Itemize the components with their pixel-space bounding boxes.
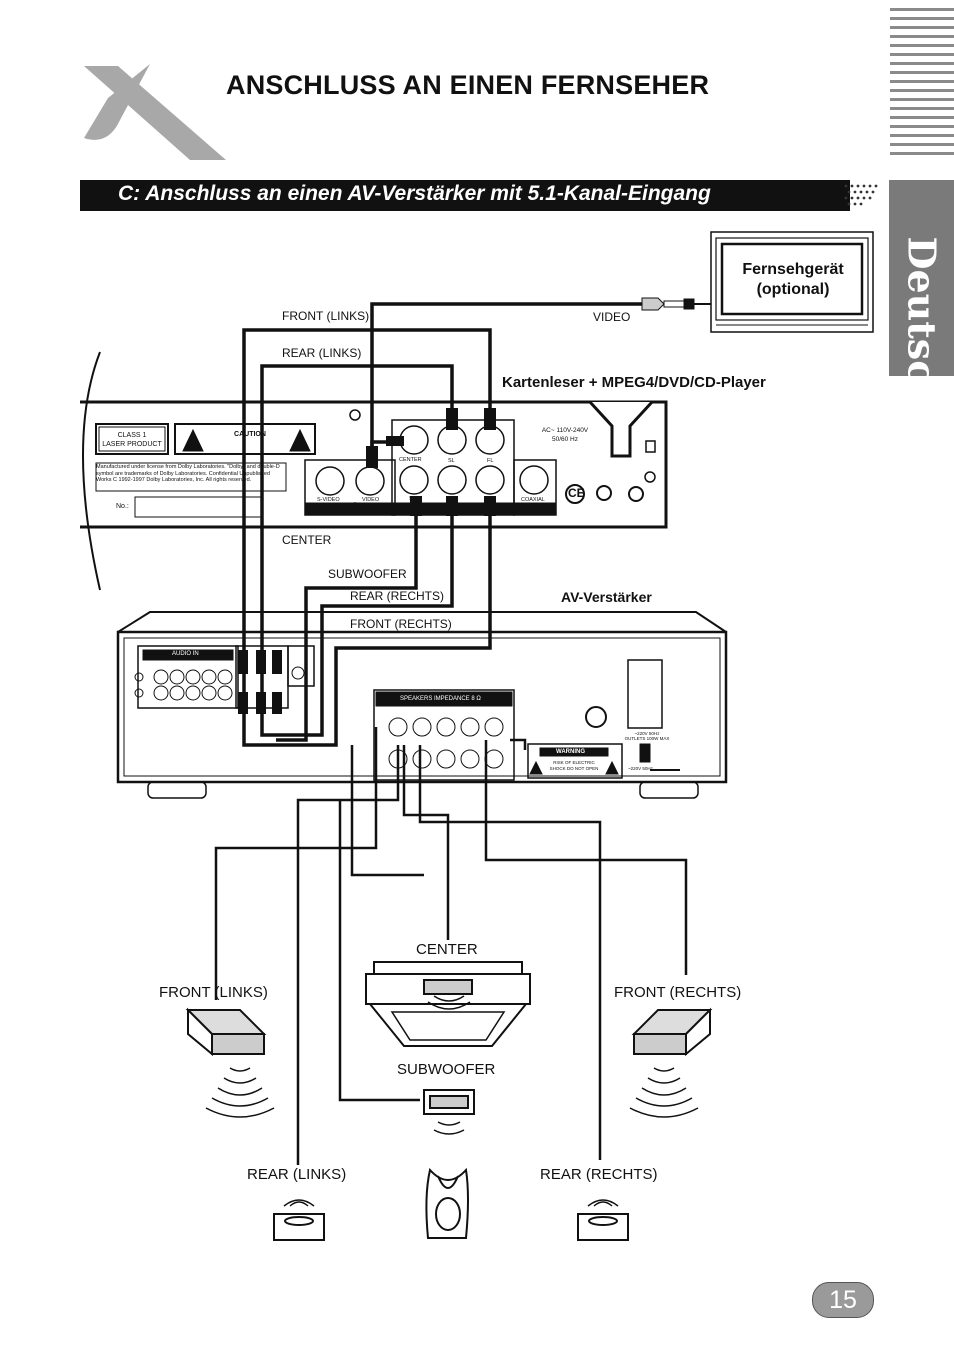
center-jack-label: CENTER [399, 457, 422, 463]
sw-jack-label: SW [409, 496, 418, 502]
amplifier-device [116, 611, 728, 799]
section-banner [80, 180, 850, 211]
speaker-label-front-right: FRONT (RECHTS) [614, 984, 742, 1001]
front-right-speaker-icon [631, 1007, 713, 1057]
page-number: 15 [812, 1282, 874, 1318]
fl-jack-label: FL [487, 458, 494, 464]
speaker-label-center: CENTER [416, 941, 478, 958]
page-title: ANSCHLUSS AN EINEN FERNSEHER [226, 70, 710, 100]
speakers-label: SPEAKERS IMPEDANCE 8 Ω [400, 696, 481, 702]
subwoofer-icon [423, 1089, 475, 1115]
amp-power-label: ~220V 50Hz [628, 766, 653, 771]
warning-sub-label: RISK OF ELECTRIC SHOCK DO NOT OPEN [549, 760, 599, 771]
svideo-jack-label: S-VIDEO [317, 497, 340, 503]
center-speaker-icon [365, 961, 531, 1047]
warning-label: WARNING [556, 749, 585, 755]
caution-label: CAUTION [234, 431, 266, 438]
sl-jack-label: SL [448, 458, 455, 464]
audio-in-label: AUDIO IN [172, 651, 199, 657]
speaker-label-rear-right: REAR (RECHTS) [540, 1166, 658, 1183]
outlets-label: ~220V 50Hz OUTLETS 100W MAX [624, 731, 670, 741]
speaker-label-rear-left: REAR (LINKS) [247, 1166, 347, 1183]
cable-label-front-left: FRONT (LINKS) [282, 309, 370, 323]
rear-left-speaker-icon [273, 1213, 325, 1241]
rear-right-speaker-icon [577, 1213, 629, 1241]
section-title: C: Anschluss an einen AV-Verstärker mit … [118, 182, 711, 205]
cable-label-center: CENTER [282, 533, 332, 547]
speaker-label-front-left: FRONT (LINKS) [159, 984, 268, 1001]
brand-logo [84, 64, 226, 160]
sound-waves [205, 995, 699, 1207]
dolby-notice: Manufactured under license from Dolby La… [96, 464, 280, 483]
audio-cables [242, 328, 492, 747]
cable-label-subwoofer: SUBWOOFER [328, 567, 407, 581]
video-plug [641, 297, 711, 311]
serial-label: No.: [116, 503, 129, 510]
language-tab[interactable] [889, 180, 954, 376]
amp-plugs [238, 650, 282, 714]
coaxial-jack-label: COAXIAL [521, 497, 545, 503]
player-label: Kartenleser + MPEG4/DVD/CD-Player [502, 374, 766, 391]
cable-label-rear-left: REAR (LINKS) [282, 346, 362, 360]
front-left-speaker-icon [185, 1007, 267, 1057]
banner-dots [844, 184, 878, 206]
cable-label-rear-right: REAR (RECHTS) [350, 589, 445, 603]
video-jack-label: VIDEO [362, 497, 380, 503]
amp-label: AV-Verstärker [561, 589, 652, 605]
listener-icon [425, 1167, 469, 1239]
tv-device [710, 231, 874, 333]
cable-label-video: VIDEO [593, 310, 631, 324]
header-stripes [890, 8, 954, 155]
speaker-wires [214, 727, 688, 1165]
speaker-label-subwoofer: SUBWOOFER [397, 1061, 496, 1078]
player-power-label: AC~ 110V-240V 50/60 Hz [541, 427, 589, 443]
ce-mark: CE [568, 486, 585, 500]
cable-label-front-right: FRONT (RECHTS) [350, 617, 452, 631]
player-plugs [366, 408, 496, 516]
tv-label: Fernsehgerät (optional) [742, 261, 844, 298]
